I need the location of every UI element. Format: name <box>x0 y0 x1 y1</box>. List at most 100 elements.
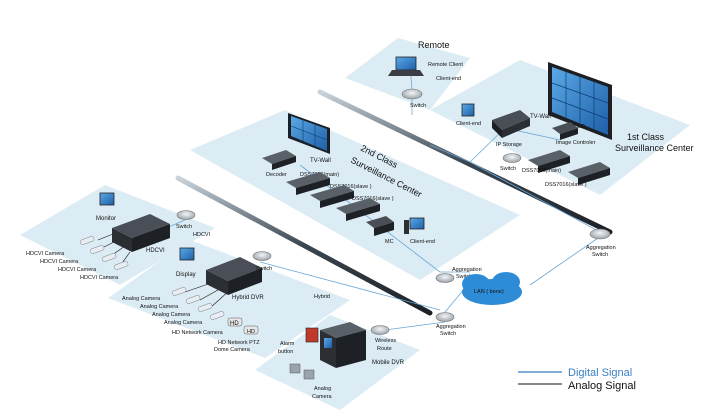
dss-slave-1-label: DSS7016(slave ) <box>545 182 587 188</box>
display-icon <box>179 247 195 261</box>
switch-icon <box>176 210 196 220</box>
camera-icon <box>186 295 201 304</box>
server-icon <box>310 185 354 208</box>
zone-second-class <box>190 110 520 280</box>
dvr-icon <box>112 214 170 252</box>
remote-client-end-label: Client-end <box>436 76 461 82</box>
camera-icon <box>303 369 315 380</box>
camera-icon <box>114 261 129 270</box>
server-icon <box>286 172 330 195</box>
server-icon <box>528 150 570 173</box>
server-icon <box>336 198 380 221</box>
display-label: Display <box>176 272 196 278</box>
decoder-icon <box>262 150 296 170</box>
switch-hybrid-label: Switch <box>256 266 272 272</box>
dss-slave-2b-label: DSS7016(slave ) <box>352 196 394 202</box>
switch-icon <box>370 325 390 335</box>
camera-icon <box>198 303 213 312</box>
switch-1-label: Switch <box>500 166 516 172</box>
agg-switch-right-label-1: Aggregation <box>586 245 616 251</box>
camera-icon <box>80 236 95 245</box>
camera-icon <box>210 311 225 320</box>
remote-zone-title: Remote <box>418 40 450 50</box>
alarm-button-label-2: button <box>278 349 293 355</box>
switch-hdcvi-label: Switch <box>176 224 192 230</box>
hd-network-camera-label: HD Network Camera <box>172 330 224 336</box>
analog-camera-label-2: Analog Camera <box>140 304 179 310</box>
hd-badge-label-2: HD <box>247 329 255 335</box>
mobile-dvr-label: Mobile DVR <box>372 360 405 366</box>
client-end-1-label: Client-end <box>456 121 481 127</box>
video-wall-icon <box>548 62 612 140</box>
agg-switch-mid-label-2: Switch <box>456 274 472 280</box>
hdcvi-camera-label-2: HDCVI Camera <box>40 259 79 265</box>
hd-ptz-label-2: Dome Camera <box>214 347 251 353</box>
alarm-button-label-1: Alarm <box>280 341 295 347</box>
lan-label: LAN ( bone) <box>474 289 504 295</box>
alarm-button-icon <box>305 327 319 343</box>
first-class-title-line1: 1st Class <box>627 132 665 142</box>
hd-badge-icon <box>227 317 243 327</box>
ip-storage-label: IP Storage <box>496 142 522 148</box>
server-icon <box>568 162 610 185</box>
hdcvi-camera-label-1: HDCVI Camera <box>26 251 65 257</box>
hd-badge-icon <box>243 325 259 335</box>
pc-icon <box>404 217 425 234</box>
laptop-icon <box>388 56 424 76</box>
dvr-icon <box>206 257 262 295</box>
first-class-title-line2: Surveillance Center <box>615 143 694 153</box>
lcd-label: LCD <box>574 124 585 130</box>
mc-label: MC <box>385 239 394 245</box>
remote-client-label: Remote Client <box>428 62 463 68</box>
hdcvi-dvr-label: HDCVI <box>146 248 165 254</box>
backbone-tube-upper <box>317 89 613 235</box>
wireless-route-label-1: Wireless <box>375 338 396 344</box>
camera-icon <box>172 287 187 296</box>
hdcvi-camera-label-4: HDCVI Camera <box>80 275 119 281</box>
analog-camera-label-4: Analog Camera <box>164 320 203 326</box>
client-end-2-label: Client-end <box>410 239 435 245</box>
agg-switch-low-label-1: Aggregation <box>436 324 466 330</box>
image-controller-label: Image Controler <box>556 140 596 146</box>
analog-camera-label-3: Analog Camera <box>152 312 191 318</box>
agg-switch-low-label-2: Switch <box>440 331 456 337</box>
hdcvi-small-label: HDCVI <box>193 232 211 238</box>
dss-slave-2a-label: DSS7016(slave ) <box>330 184 372 190</box>
aggregation-switch-icon <box>589 228 611 240</box>
camera-icon <box>102 253 117 262</box>
monitor-label: Monitor <box>96 216 116 222</box>
monitor-icon <box>461 103 475 117</box>
hybrid-label: Hybrid <box>314 294 330 300</box>
remote-switch-label: Switch <box>410 103 426 109</box>
switch-icon <box>252 251 272 261</box>
hd-ptz-label-1: HD Network PTZ <box>218 340 260 346</box>
zone-hybrid <box>108 240 350 358</box>
tv-wall-1-label: TV-Wall <box>530 114 551 120</box>
tv-wall-2-label: TV-Wall <box>310 158 331 164</box>
agg-switch-mid-label-1: Aggregation <box>452 267 482 273</box>
storage-icon <box>492 110 530 138</box>
aggregation-switch-icon <box>435 273 455 283</box>
analog-camera-mobile-label-2: Camera <box>312 394 333 400</box>
wireless-route-label-2: Route <box>377 346 392 352</box>
camera-icon <box>289 363 301 374</box>
analog-camera-label-1: Analog Camera <box>122 296 161 302</box>
image-controller-icon <box>552 122 578 140</box>
agg-switch-right-label-2: Switch <box>592 252 608 258</box>
monitor-icon <box>99 192 115 206</box>
legend-digital-label: Digital Signal <box>568 367 632 379</box>
backbone-tube-lower <box>175 175 433 316</box>
aggregation-switch-icon <box>435 312 455 322</box>
switch-icon <box>401 88 423 100</box>
camera-icon <box>90 245 105 254</box>
dss-main-1-label: DSS7016(main) <box>522 168 561 174</box>
lan-cloud-icon <box>462 272 522 305</box>
hdcvi-camera-label-3: HDCVI Camera <box>58 267 97 273</box>
hd-badge-label: HD <box>230 321 239 327</box>
decoder-label: Decoder <box>266 172 287 178</box>
mobile-dvr-icon <box>320 322 366 368</box>
analog-camera-mobile-label-1: Analog <box>314 386 331 392</box>
legend-analog-label: Analog Signal <box>568 380 636 392</box>
switch-icon <box>502 153 522 163</box>
